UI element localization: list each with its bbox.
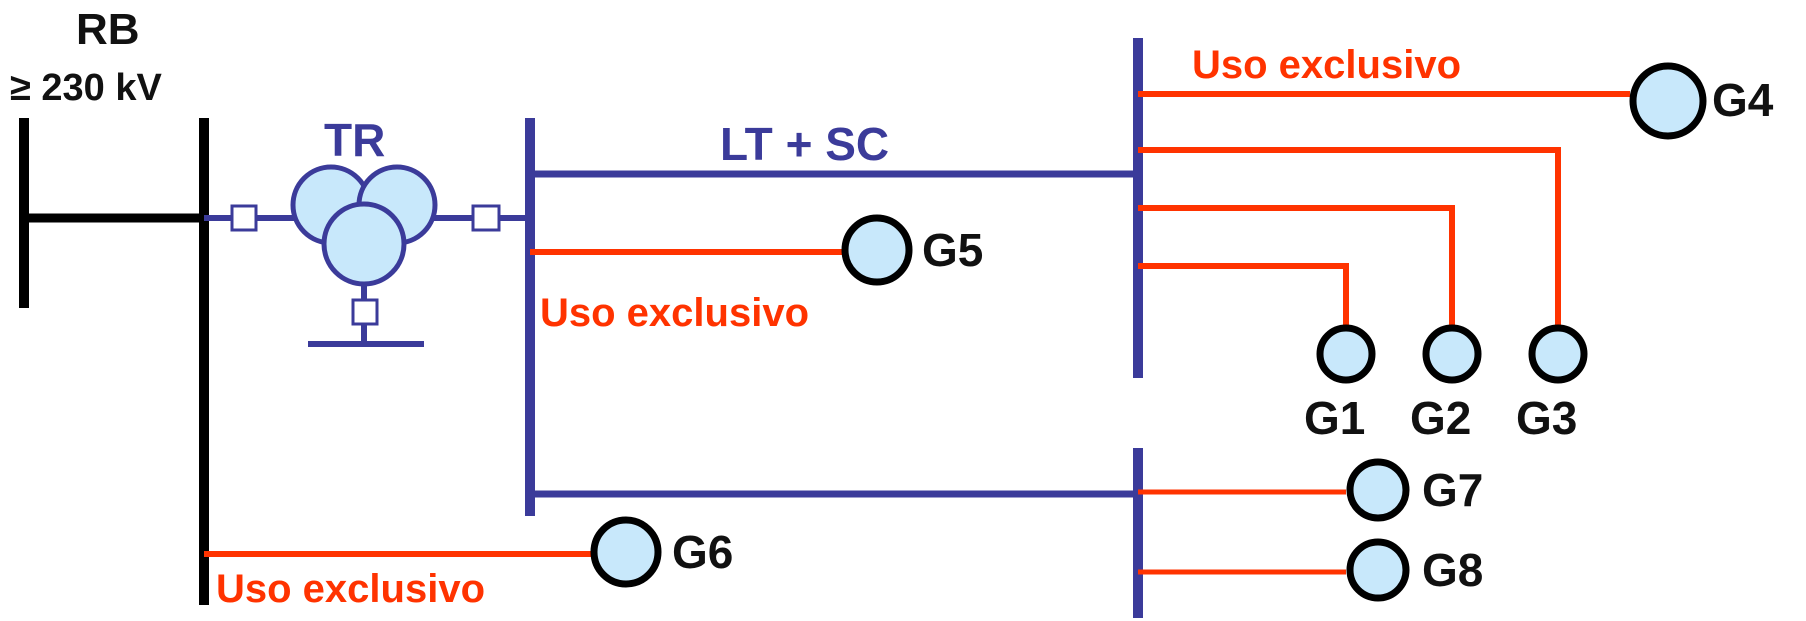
generator-g4 (1629, 62, 1707, 140)
exclusive-label-bottom: Uso exclusivo (216, 567, 485, 611)
rb-label: RB (76, 5, 140, 54)
transformer-section (204, 164, 530, 347)
generators (590, 62, 1707, 602)
g1-label: G1 (1304, 392, 1365, 444)
exclusive-lines (204, 91, 1630, 575)
labels: RB ≥ 230 kV TR LT + SC Uso exclusivo Uso… (10, 5, 1774, 611)
line-label: LT + SC (720, 118, 889, 170)
line-g2 (1138, 205, 1455, 330)
breaker-right (471, 204, 501, 232)
generator-g5 (841, 214, 913, 286)
exclusive-label-mid: Uso exclusivo (540, 291, 809, 335)
generator-g3 (1528, 324, 1588, 384)
g4-label: G4 (1712, 74, 1774, 126)
transformer-label: TR (324, 114, 385, 166)
g6-label: G6 (672, 526, 733, 578)
line-g3 (1138, 147, 1561, 330)
g5-label: G5 (922, 224, 983, 276)
voltage-label: ≥ 230 kV (10, 67, 163, 109)
rb-network (19, 118, 209, 605)
exclusive-label-top: Uso exclusivo (1192, 43, 1461, 87)
line-g1 (1138, 263, 1349, 330)
generator-g1 (1316, 324, 1376, 384)
breaker-tertiary (351, 298, 379, 326)
breaker-left (230, 204, 258, 232)
generator-g8 (1346, 538, 1410, 602)
g7-label: G7 (1422, 464, 1483, 516)
transformer-winding-bottom (321, 201, 407, 287)
g8-label: G8 (1422, 544, 1483, 596)
g3-label: G3 (1516, 392, 1577, 444)
generator-g6 (590, 516, 662, 588)
generator-g2 (1422, 324, 1482, 384)
generator-g7 (1346, 458, 1410, 522)
g2-label: G2 (1410, 392, 1471, 444)
